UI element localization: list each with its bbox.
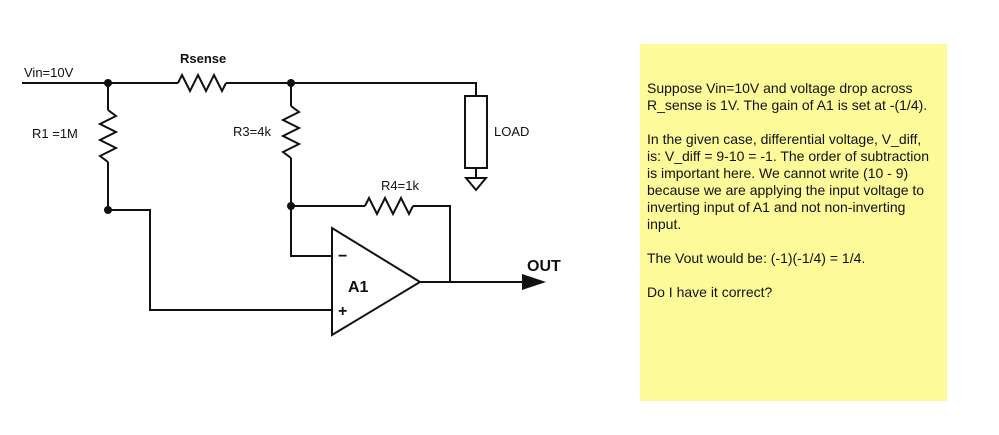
output-arrow-icon — [522, 274, 546, 290]
load-box — [464, 95, 488, 169]
label-r4: R4=1k — [381, 178, 419, 193]
opamp-a1 — [331, 226, 422, 337]
junction-r3-bottom — [287, 202, 295, 210]
r4-resistor — [364, 195, 414, 217]
label-minus: − — [338, 248, 347, 265]
junction-r1-top — [104, 79, 112, 87]
junction-r3-top — [287, 79, 295, 87]
note-paragraph-4: Do I have it correct? — [647, 284, 773, 300]
note-paragraph-3: The Vout would be: (-1)(-1/4) = 1/4. — [647, 250, 866, 266]
top-right-wire — [226, 82, 477, 96]
rsense-resistor — [177, 72, 227, 94]
label-a1: A1 — [348, 279, 369, 296]
label-r3: R3=4k — [233, 124, 271, 139]
label-out: OUT — [527, 258, 561, 275]
label-plus: + — [338, 303, 347, 320]
note-paragraph-1: Suppose Vin=10V and voltage drop across … — [647, 80, 928, 113]
feedback-wire-right — [413, 205, 451, 282]
label-rsense: Rsense — [180, 51, 226, 66]
note-paragraph-2: In the given case, differential voltage,… — [647, 131, 929, 232]
r1-resistor — [97, 109, 119, 163]
inverting-wire — [290, 206, 332, 257]
label-r1: R1 =1M — [32, 126, 78, 141]
ground-icon — [463, 168, 489, 192]
junction-r1-bottom — [104, 206, 112, 214]
label-vin: Vin=10V — [24, 65, 74, 80]
noninverting-wire — [108, 209, 332, 311]
question-note: Suppose Vin=10V and voltage drop across … — [640, 44, 947, 401]
label-load: LOAD — [494, 124, 529, 139]
r3-resistor — [280, 105, 302, 159]
